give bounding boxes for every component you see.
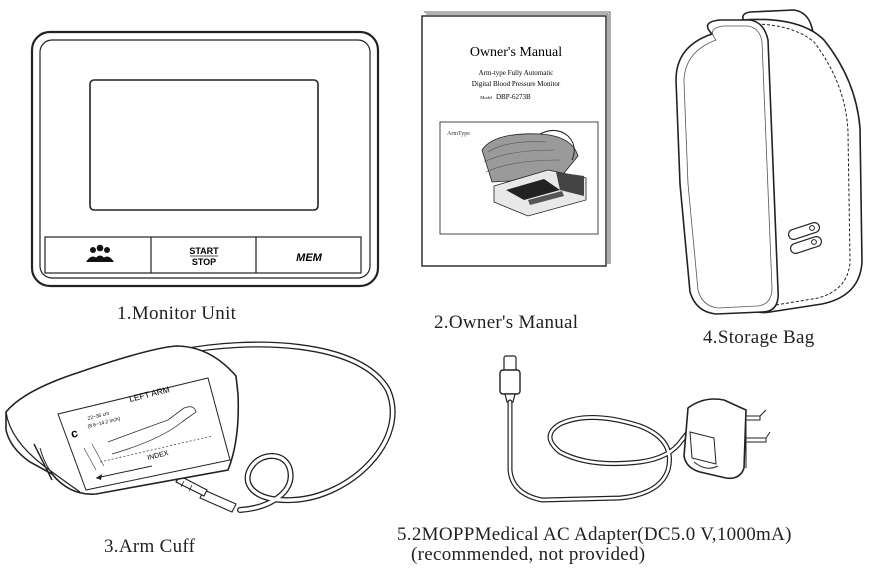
cuff-size-label-1: 22~36 cm [87,411,110,422]
usb-c-plug [499,355,521,403]
stop-button-label: STOP [192,257,216,267]
start-button-label: START [189,246,219,256]
manual-subtitle-2: Digital Blood Pressure Monitor [472,80,561,88]
manual-model-label: Model [480,95,492,100]
manual-subtitle-1: Arm-type Fully Automatic [479,69,554,77]
manual-photo-tag: ArmType [447,131,470,137]
adapter-caption-line-2: (recommended, not provided) [411,544,646,565]
zipper-pull-icon [787,222,823,254]
manual-caption: 2.Owner's Manual [434,312,579,333]
cuff-caption: 3.Arm Cuff [104,536,196,557]
wall-adapter [683,398,771,480]
monitor-caption: 1.Monitor Unit [117,303,237,324]
mem-button-label: MEM [296,252,323,264]
adapter-caption-line-1: 5.2MOPPMedical AC Adapter(DC5.0 V,1000mA… [397,524,792,545]
users-icon [86,244,114,262]
manual-model-number: DBP-6273B [496,93,531,101]
cuff-hose-icon: c [69,426,79,441]
manual-title: Owner's Manual [470,45,562,60]
bag-caption: 4.Storage Bag [703,327,815,348]
